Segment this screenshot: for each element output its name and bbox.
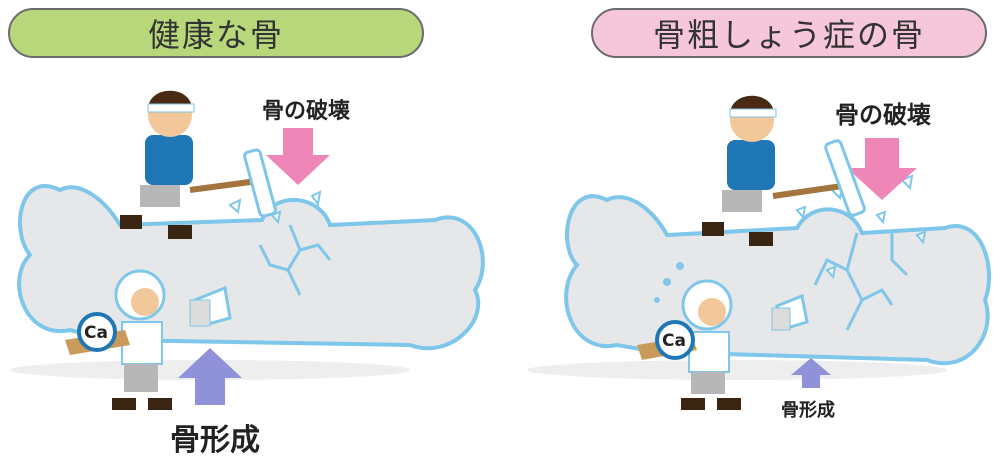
destruction-arrow — [847, 138, 917, 200]
bone-crack — [813, 230, 909, 331]
osteoporosis-bone-panel: 骨粗しょう症の骨 — [497, 0, 993, 453]
osteoporosis-calcium-label: Ca — [662, 331, 686, 351]
destruction-arrow — [266, 128, 330, 185]
bone-fragments — [795, 174, 927, 280]
osteoporosis-destruction-label: 骨の破壊 — [835, 101, 931, 129]
formation-arrow — [791, 358, 831, 388]
healthy-formation-label: 骨形成 — [170, 423, 260, 458]
osteoporosis-formation-label: 骨形成 — [781, 400, 835, 421]
healthy-calcium-label: Ca — [84, 323, 108, 343]
osteoclast-worker — [702, 95, 866, 246]
bone-crack — [258, 224, 332, 296]
healthy-bone-title: 健康な骨 — [8, 8, 424, 58]
bone-shape — [564, 194, 992, 366]
formation-arrow — [178, 348, 242, 405]
healthy-destruction-label: 骨の破壊 — [262, 99, 351, 124]
healthy-bone-illustration — [10, 90, 485, 410]
sweat-drops — [654, 262, 684, 303]
osteoporosis-bone-illustration — [527, 95, 992, 410]
osteoblast-worker — [65, 269, 232, 410]
osteoclast-worker — [120, 90, 277, 239]
healthy-bone-panel: 健康な骨 — [0, 0, 496, 458]
osteoporosis-bone-title: 骨粗しょう症の骨 — [591, 8, 987, 58]
